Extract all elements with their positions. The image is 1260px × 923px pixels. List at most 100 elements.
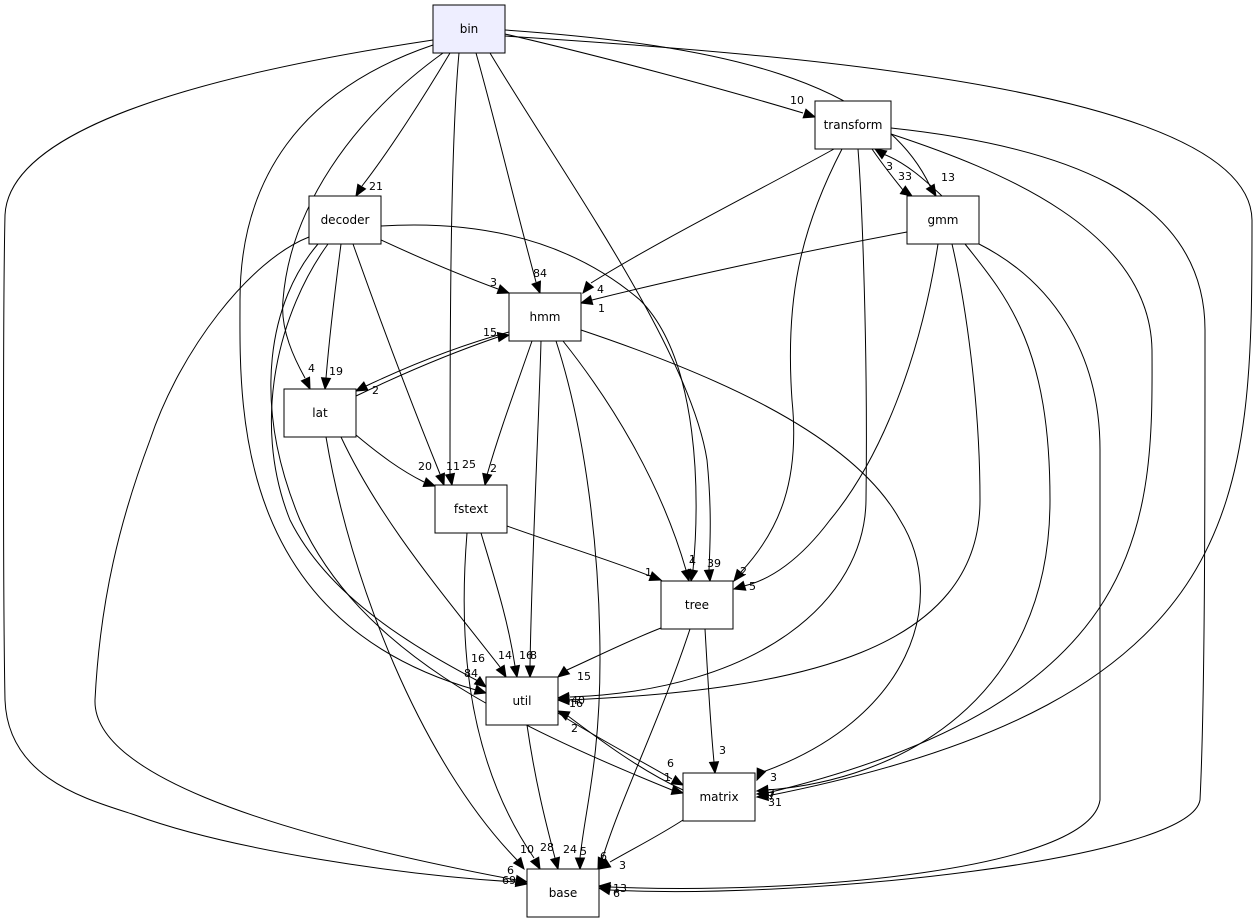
arrowhead-icon xyxy=(354,381,369,392)
edge-weight-label[interactable]: 33 xyxy=(898,170,912,183)
node-label[interactable]: gmm xyxy=(928,213,959,227)
node-transform[interactable]: transform xyxy=(814,100,892,150)
edge-gmm-to-base: 13 xyxy=(597,243,1101,895)
node-label[interactable]: fstext xyxy=(454,502,488,516)
edge-weight-label[interactable]: 19 xyxy=(329,365,343,378)
edge-weight-label[interactable]: 20 xyxy=(418,460,432,473)
arrowhead-icon xyxy=(732,580,747,591)
edge-weight-label[interactable]: 3 xyxy=(619,859,626,872)
edge-weight-label[interactable]: 3 xyxy=(770,771,777,784)
edge-weight-label[interactable]: 69 xyxy=(502,874,516,887)
node-tree[interactable]: tree xyxy=(660,580,734,630)
edge-weight-label[interactable]: 15 xyxy=(483,326,497,339)
node-box[interactable] xyxy=(434,484,508,534)
edge-weight-label[interactable]: 84 xyxy=(533,267,547,280)
edge-weight-label[interactable]: 7 xyxy=(768,790,775,803)
edge-weight-label[interactable]: 5 xyxy=(749,580,756,593)
node-box[interactable] xyxy=(432,4,506,54)
edge-weight-label[interactable]: 2 xyxy=(571,722,578,735)
node-fstext[interactable]: fstext xyxy=(434,484,508,534)
node-base[interactable]: base xyxy=(526,868,600,918)
arrowhead-icon xyxy=(873,148,888,160)
node-box[interactable] xyxy=(283,388,357,438)
node-label[interactable]: lat xyxy=(312,406,328,420)
edge-weight-label[interactable]: 2 xyxy=(740,565,747,578)
edge-weight-label[interactable]: 3 xyxy=(886,160,893,173)
node-hmm[interactable]: hmm xyxy=(508,292,582,342)
node-label[interactable]: tree xyxy=(685,598,709,612)
edge-weight-label[interactable]: 25 xyxy=(462,458,476,471)
node-box[interactable] xyxy=(682,772,756,822)
edge-weight-label[interactable]: 2 xyxy=(490,462,497,475)
edge-weight-label[interactable]: 7 xyxy=(768,787,775,800)
edge-weight-label[interactable]: 4 xyxy=(597,283,604,296)
node-box[interactable] xyxy=(906,195,980,245)
arrowhead-icon xyxy=(473,675,488,688)
edge-weight-label[interactable]: 16 xyxy=(519,649,533,662)
edge-weight-label[interactable]: 28 xyxy=(540,841,554,854)
node-box[interactable] xyxy=(660,580,734,630)
edge-line xyxy=(380,224,697,571)
edge-weight-label[interactable]: 3 xyxy=(719,744,726,757)
edge-weight-label[interactable]: 6 xyxy=(507,864,514,877)
node-label[interactable]: matrix xyxy=(699,790,738,804)
edge-weight-label[interactable]: 39 xyxy=(707,557,721,570)
edge-weight-label[interactable]: 2 xyxy=(372,384,379,397)
edge-weight-label[interactable]: 6 xyxy=(667,757,674,770)
edge-weight-label[interactable]: 10 xyxy=(790,94,804,107)
edge-weight-label[interactable]: 1 xyxy=(598,302,605,315)
edge-weight-label[interactable]: 21 xyxy=(369,180,383,193)
node-label[interactable]: bin xyxy=(460,22,479,36)
edge-line xyxy=(591,231,908,301)
edge-weight-label[interactable]: 1 xyxy=(664,771,671,784)
node-util[interactable]: util xyxy=(485,676,559,726)
edge-weight-label[interactable]: 1 xyxy=(689,553,696,566)
node-box[interactable] xyxy=(526,868,600,918)
edge-weight-label[interactable]: 4 xyxy=(689,555,696,568)
edge-weight-label[interactable]: 16 xyxy=(471,652,485,665)
arrowhead-icon xyxy=(756,767,767,782)
node-label[interactable]: hmm xyxy=(530,310,561,324)
edge-weight-label[interactable]: 40 xyxy=(571,694,585,707)
node-lat[interactable]: lat xyxy=(283,388,357,438)
edge-tree-to-util: 15 xyxy=(556,627,662,683)
node-label[interactable]: util xyxy=(513,694,532,708)
edge-weight-label[interactable]: 14 xyxy=(498,649,512,662)
arrowhead-icon xyxy=(529,856,541,871)
node-label[interactable]: base xyxy=(549,886,578,900)
edge-weight-label[interactable]: 3 xyxy=(490,276,497,289)
edge-weight-label[interactable]: 8 xyxy=(530,649,537,662)
edge-weight-label[interactable]: 5 xyxy=(580,845,587,858)
edge-weight-label[interactable]: 24 xyxy=(563,843,577,856)
edge-weight-label[interactable]: 6 xyxy=(600,850,607,863)
edge-weight-label[interactable]: 15 xyxy=(577,670,591,683)
edge-line xyxy=(562,340,687,571)
edge-weight-label[interactable]: 31 xyxy=(768,796,782,809)
edge-line xyxy=(94,236,517,881)
arrowhead-icon xyxy=(355,183,367,198)
edge-weight-label[interactable]: 11 xyxy=(446,460,460,473)
node-box[interactable] xyxy=(814,100,892,150)
node-matrix[interactable]: matrix xyxy=(682,772,756,822)
edge-weight-label[interactable]: 13 xyxy=(613,882,627,895)
node-decoder[interactable]: decoder xyxy=(308,195,382,245)
edge-line xyxy=(355,336,499,397)
edge-fstext-to-tree: 1 xyxy=(506,525,663,581)
edge-weight-label[interactable]: 4 xyxy=(308,362,315,375)
node-label[interactable]: transform xyxy=(824,118,883,132)
node-gmm[interactable]: gmm xyxy=(906,195,980,245)
edge-decoder-to-util: 16 xyxy=(270,243,488,688)
node-box[interactable] xyxy=(508,292,582,342)
edge-line xyxy=(504,29,931,187)
node-box[interactable] xyxy=(485,676,559,726)
edge-weight-label[interactable]: 1 xyxy=(645,566,652,579)
edge-weight-label[interactable]: 13 xyxy=(941,171,955,184)
node-bin[interactable]: bin xyxy=(432,4,506,54)
node-label[interactable]: decoder xyxy=(321,213,370,227)
edge-weight-label[interactable]: 6 xyxy=(613,887,620,900)
edge-transform-to-gmm: 33 xyxy=(871,148,914,197)
node-box[interactable] xyxy=(308,195,382,245)
edge-line xyxy=(506,525,651,577)
edge-line xyxy=(365,331,510,387)
edge-weight-label[interactable]: 84 xyxy=(464,667,478,680)
